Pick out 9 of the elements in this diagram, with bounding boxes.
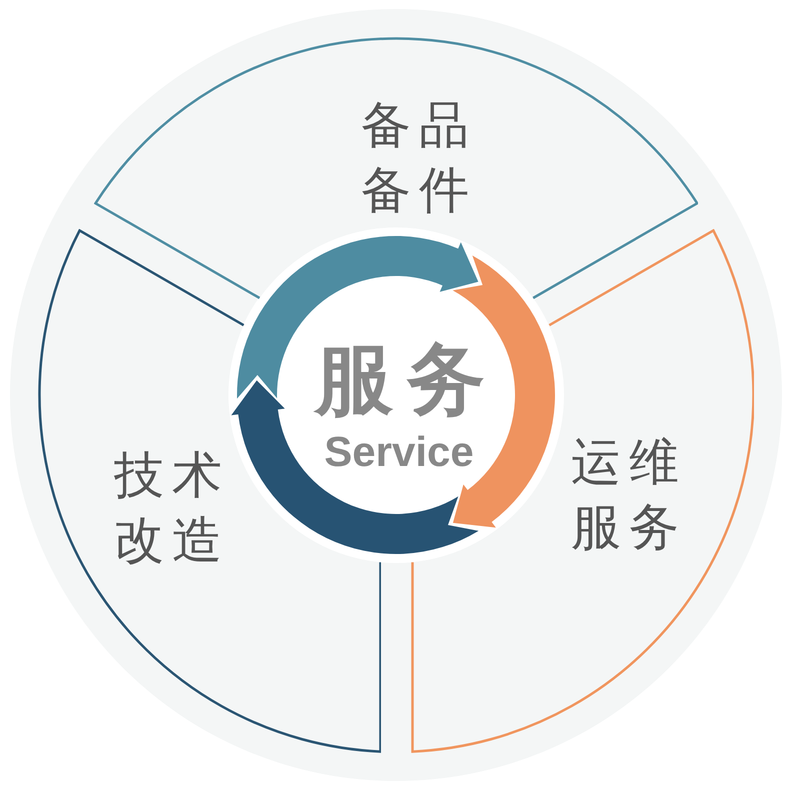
center-subtitle: Service [324,433,474,471]
sector-segment [94,36,698,300]
curved-arrow [452,256,555,528]
center-title: 服务 [315,340,485,420]
sector-label: 备品备件 [360,95,469,221]
curved-arrow [237,236,478,399]
sector-label: 运维服务 [571,432,679,558]
curved-arrow [231,380,479,554]
sector-label: 技术改造 [114,444,222,571]
